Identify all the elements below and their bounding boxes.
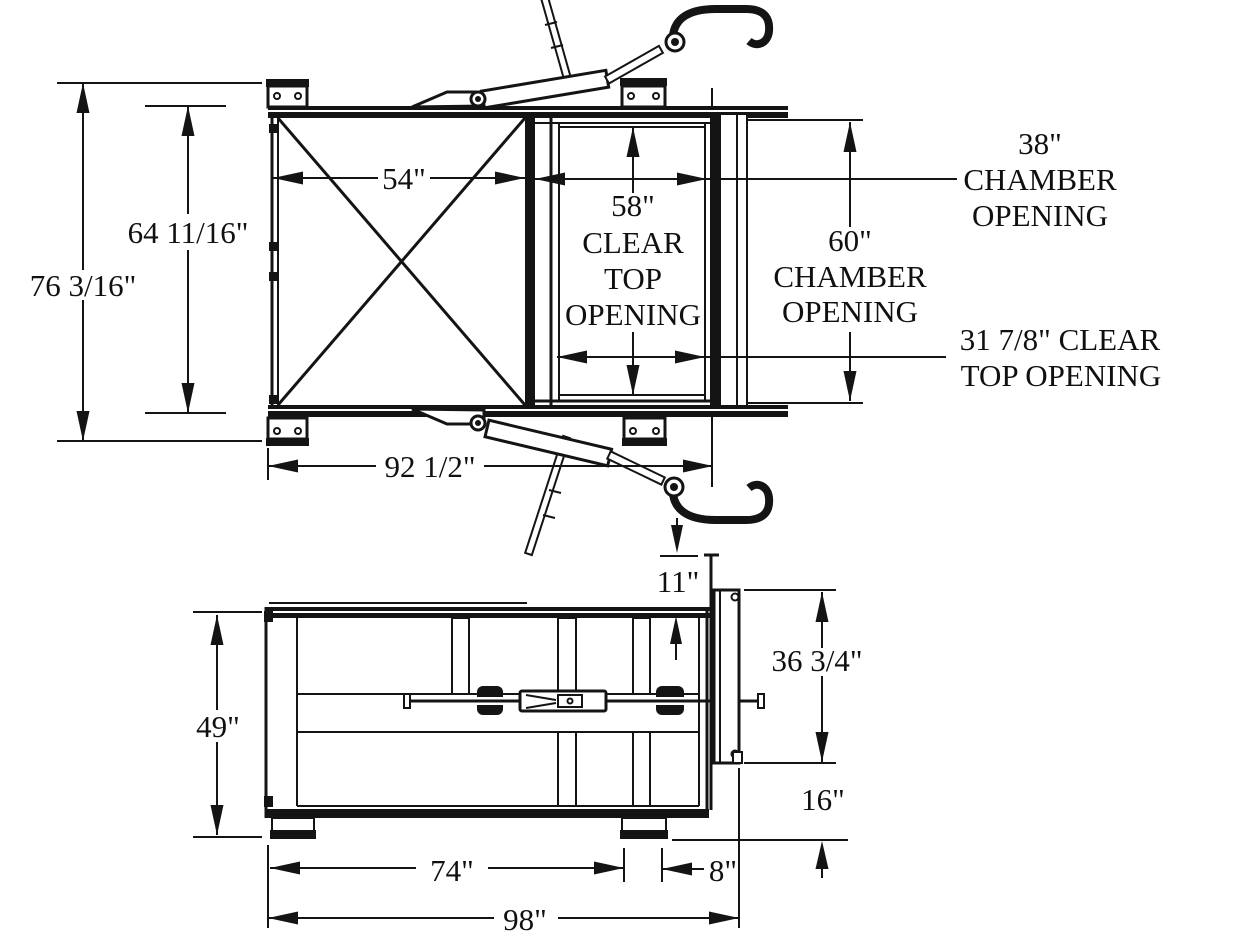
lift-hook-icon xyxy=(668,480,774,524)
clear-top-word: CLEAR xyxy=(582,225,684,260)
clear-top-word: TOP xyxy=(604,261,662,296)
foot-length-label: 8" xyxy=(709,853,737,888)
clear-top-width-label: 31 7/8" CLEAR xyxy=(960,322,1161,357)
link-rod-icon xyxy=(605,450,667,486)
rod-end-cap xyxy=(403,693,411,709)
rear-wall-stickup-label: 11" xyxy=(657,564,700,599)
lift-hook-icon xyxy=(668,5,774,49)
chamber-width-word: CHAMBER xyxy=(963,162,1117,197)
rear-sill-height-label: 16" xyxy=(801,782,845,817)
side-view-dimensions: 49" 36 3/4" 16" 74" 8" 98" xyxy=(193,589,863,937)
frame-post xyxy=(557,731,577,807)
side-latch-rod-assembly xyxy=(403,686,765,715)
hinge-tab-icon xyxy=(269,272,278,281)
top-view-dimensions: 76 3/16" 64 11/16" 54" 38" CHAMBER OPENI… xyxy=(30,82,1162,599)
hinge-tab-icon xyxy=(264,796,273,807)
inner-depth-label: 64 11/16" xyxy=(128,215,249,250)
mount-bracket-bottom-middle xyxy=(622,416,667,446)
right-foot xyxy=(620,817,668,839)
chamber-width-word: OPENING xyxy=(972,198,1108,233)
right-wall xyxy=(710,112,720,408)
frame-post xyxy=(632,731,651,807)
divider-wall xyxy=(525,115,535,407)
rear-pivot-plate xyxy=(712,588,743,765)
chamber-length-word: OPENING xyxy=(782,294,918,329)
body-height-label: 49" xyxy=(196,709,240,744)
frame-post xyxy=(451,617,470,695)
chamber-length-label: 60" xyxy=(828,223,872,258)
chamber-width-label: 38" xyxy=(1018,126,1062,161)
hinge-tab-icon xyxy=(269,124,278,133)
right-wall-channel xyxy=(719,113,748,407)
clear-top-length-label: 58" xyxy=(611,188,655,223)
hopper-width-label: 54" xyxy=(382,161,426,196)
hinge-tab-icon xyxy=(269,395,278,404)
base-span-label: 74" xyxy=(430,853,474,888)
overall-length-label: 98" xyxy=(503,902,547,937)
frame-post xyxy=(557,617,577,695)
left-foot xyxy=(270,817,316,839)
rear-opening-height-label: 36 3/4" xyxy=(771,643,862,678)
mount-bracket-top-left xyxy=(266,79,309,109)
hinge-tab-icon xyxy=(264,611,273,622)
rod-end-cap xyxy=(757,693,765,709)
side-bottom-rail xyxy=(265,809,709,818)
mount-bracket-top-middle xyxy=(620,78,667,109)
clear-top-word: OPENING xyxy=(565,297,701,332)
chamber-length-word: CHAMBER xyxy=(773,259,927,294)
mount-bracket-bottom-left xyxy=(266,416,309,446)
link-rod-icon xyxy=(603,44,665,85)
top-latch-assembly xyxy=(411,0,774,110)
clear-top-width-label: TOP OPENING xyxy=(961,358,1162,393)
turnbuckle-body-icon xyxy=(479,68,611,110)
overall-width-label: 92 1/2" xyxy=(384,449,475,484)
hinge-tab-icon xyxy=(269,242,278,251)
turnbuckle-body-icon xyxy=(483,418,614,468)
frame-post xyxy=(632,617,651,695)
top-view-drawing xyxy=(266,0,788,557)
side-view-drawing xyxy=(264,553,765,839)
overall-depth-label: 76 3/16" xyxy=(30,268,137,303)
x-brace-line xyxy=(276,117,527,406)
